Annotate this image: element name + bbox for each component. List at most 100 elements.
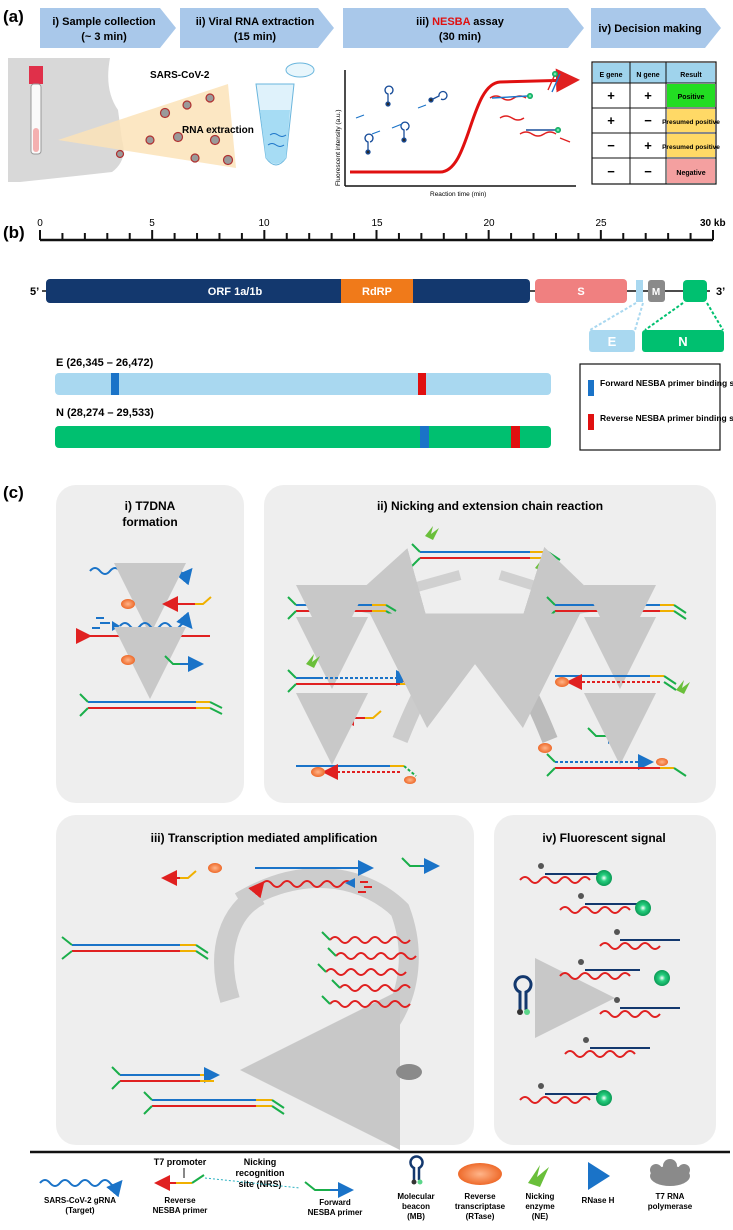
legend-rtase-3: (RTase) (466, 1212, 495, 1221)
e-gene-bar (55, 373, 551, 395)
m-block (648, 280, 665, 302)
n-zoom-block (642, 330, 724, 352)
step-arrows (40, 8, 721, 48)
table-cell: + (644, 88, 652, 103)
table-cell-result: Presumed positive (662, 144, 720, 151)
legend-nrs-2: recognition (236, 1168, 285, 1178)
legend-ne-2: enzyme (525, 1202, 555, 1211)
result-cell-presumed-2 (667, 134, 715, 157)
step-arrow-2 (180, 8, 334, 48)
e-range-label: E (26,345 – 26,472) (56, 357, 154, 369)
plot-xlabel: Reaction time (min) (430, 191, 486, 198)
e-zoom-block (589, 330, 635, 352)
legend-t7pol: T7 RNA (656, 1192, 685, 1201)
s-block (535, 279, 627, 303)
ruler-label: 0 (37, 218, 43, 229)
table-cell: + (607, 113, 615, 128)
legend-rnaseh: RNase H (582, 1196, 615, 1205)
panel-b-label: (b) (3, 223, 25, 242)
table-cell: + (607, 88, 615, 103)
genome-map: 5’ ORF 1a/1b RdRP S M 3’ E N (30, 279, 725, 352)
sub-i-title: i) T7DNA (125, 499, 176, 513)
legend-mb-2: beacon (402, 1202, 430, 1211)
virus-label: SARS-CoV-2 (150, 70, 210, 81)
transcription-amplification-schematic (61, 857, 440, 1150)
sub-iii-title: iii) Transcription mediated amplificatio… (151, 831, 378, 845)
head-silhouette (8, 58, 124, 182)
legend-nrs-3: site (NRS) (238, 1179, 281, 1189)
primer-site-legend: Forward NESBA primer binding site Revers… (579, 363, 733, 451)
t7-polymerase-icon (396, 1064, 422, 1080)
table-cell: − (644, 164, 652, 179)
table-header-n: N gene (636, 72, 659, 79)
three-prime-label: 3’ (716, 286, 725, 298)
legend-ne: Nicking (526, 1192, 555, 1201)
table-header-result: Result (680, 72, 702, 79)
legend-mb-3: (MB) (407, 1212, 425, 1221)
n-forward-site (420, 426, 429, 448)
ruler-label: 5 (149, 218, 155, 229)
legend-t7pol-2: polymerase (648, 1202, 693, 1211)
n-zoom-label: N (678, 334, 687, 349)
legend-target: SARS-CoV-2 gRNA (44, 1196, 116, 1205)
step-2-title: ii) Viral RNA extraction (196, 16, 315, 28)
target-rna-icon (39, 1179, 123, 1198)
n-gene-bar (55, 426, 551, 448)
forward-primer-icon (304, 1181, 330, 1191)
table-header-e: E gene (600, 72, 623, 79)
table-cell-result: Negative (676, 170, 705, 177)
step-1-time: (~ 3 min) (81, 31, 127, 43)
five-prime-label: 5’ (30, 286, 39, 298)
legend-reverse-primer-2: NESBA primer (153, 1206, 208, 1215)
ruler-label: 20 (483, 218, 495, 229)
panel-a-label: (a) (3, 7, 24, 26)
sub-ii-title: ii) Nicking and extension chain reaction (377, 499, 603, 513)
table-cell: − (644, 113, 652, 128)
n-block (683, 280, 707, 302)
legend-reverse: Reverse NESBA primer binding site (600, 413, 733, 423)
legend-mb: Molecular (397, 1192, 434, 1201)
molecular-beacon-legend-icon (409, 1155, 424, 1180)
table-cell: − (607, 164, 615, 179)
step-1-title: i) Sample collection (52, 16, 156, 28)
sub-panel-i (56, 485, 244, 803)
t7dna-formation-schematic (76, 563, 223, 717)
s-label: S (577, 286, 584, 298)
legend-ne-3: (NE) (532, 1212, 549, 1221)
rnase-h-icon (588, 1162, 610, 1190)
nicking-chain-schematic (287, 526, 690, 784)
table-cell: − (607, 138, 615, 153)
step-3-time: (30 min) (439, 31, 482, 43)
legend-rtase-2: transcriptase (455, 1202, 506, 1211)
legend-forward-primer-2: NESBA primer (308, 1208, 363, 1217)
m-label: M (652, 287, 660, 298)
result-cell-positive (667, 84, 715, 107)
virus-particles-icon (115, 93, 234, 166)
genome-scale-ruler: 0 5 10 15 20 25 30 kb (37, 218, 726, 242)
extraction-label: RNA extraction (182, 125, 254, 136)
legend-t7-promoter: T7 promoter (154, 1157, 207, 1167)
ruler-label: 25 (595, 218, 607, 229)
e-forward-site (111, 373, 119, 395)
result-cell-negative (667, 159, 715, 183)
bottom-legend: SARS-CoV-2 gRNA (Target) T7 promoter Rev… (39, 1155, 693, 1221)
table-cell-result: Presumed positive (662, 119, 720, 126)
n-reverse-site (511, 426, 520, 448)
orf-label: ORF 1a/1b (208, 286, 263, 298)
decision-table: E gene N gene Result + + Positive + − Pr… (591, 61, 720, 185)
step-arrow-3 (343, 8, 584, 48)
e-block (636, 280, 643, 302)
legend-forward-primer: Forward (319, 1198, 351, 1207)
ruler-label: 15 (371, 218, 383, 229)
molecular-beacon-icon (513, 975, 533, 1010)
sub-iv-title: iv) Fluorescent signal (542, 831, 665, 845)
ruler-label: 30 kb (700, 218, 726, 229)
nicking-enzyme-legend-icon (528, 1165, 549, 1187)
step-arrow-4 (591, 8, 721, 48)
step-4-title: iv) Decision making (598, 23, 701, 35)
result-cell-presumed-1 (667, 109, 715, 132)
e-zoom-label: E (608, 334, 617, 349)
sub-i-title-2: formation (122, 515, 177, 529)
swab-tube-icon (29, 66, 43, 155)
